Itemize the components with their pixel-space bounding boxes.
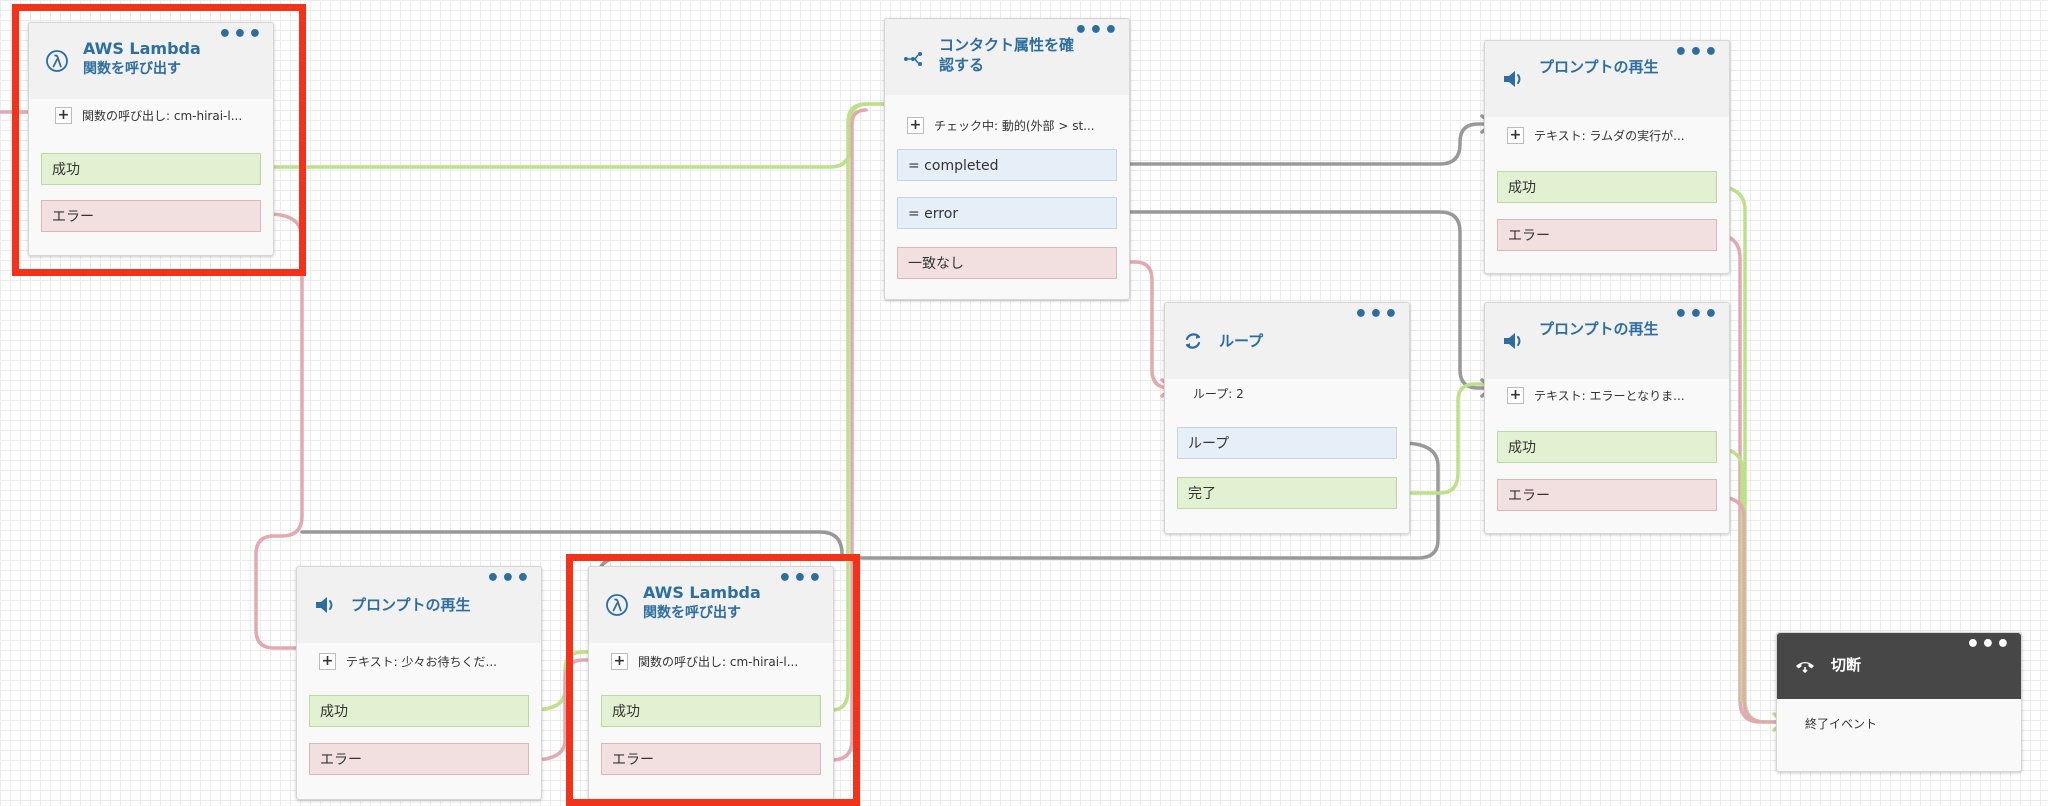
play-prompt-wait-param-text: テキスト: 少々お待ちくだ... xyxy=(346,654,497,669)
lambda-icon xyxy=(605,593,629,617)
lambda-block-1-param[interactable]: + 関数の呼び出し: cm-hirai-l... xyxy=(55,105,242,125)
lambda-block-2-param-text: 関数の呼び出し: cm-hirai-l... xyxy=(638,654,799,669)
wire-loop-complete xyxy=(1400,382,1492,495)
play-prompt-mid-branch-success[interactable]: 成功 xyxy=(1497,431,1717,463)
play-prompt-block-mid[interactable]: プロンプトの再生 ••• + テキスト: エラーとなりま... 成功 エラー xyxy=(1484,302,1730,534)
wire-lambda1-success xyxy=(266,102,900,169)
check-attribute-icon xyxy=(901,45,925,69)
disconnect-header[interactable]: 切断 ••• xyxy=(1777,633,2021,699)
check-attributes-title-line1: コンタクト属性を確 xyxy=(939,36,1075,54)
lambda-block-2-title: AWS Lambda 関数を呼び出す xyxy=(643,583,799,623)
play-prompt-mid-title: プロンプトの再生 xyxy=(1539,320,1659,338)
loop-title: ループ xyxy=(1219,332,1264,350)
play-prompt-block-top[interactable]: プロンプトの再生 ••• + テキスト: ラムダの実行が... 成功 エラー xyxy=(1484,40,1730,274)
plus-icon[interactable]: + xyxy=(319,652,336,670)
play-prompt-top-branch-success[interactable]: 成功 xyxy=(1497,171,1717,203)
play-prompt-block-wait[interactable]: プロンプトの再生 ••• + テキスト: 少々お待ちくだ... 成功 エラー xyxy=(296,566,542,800)
check-attributes-header[interactable]: コンタクト属性を確 認する ••• xyxy=(885,19,1129,95)
lambda-block-1-branch-success[interactable]: 成功 xyxy=(41,153,261,185)
play-prompt-mid-param[interactable]: + テキスト: エラーとなりま... xyxy=(1507,385,1685,405)
lambda-block-1-title: AWS Lambda 関数を呼び出す xyxy=(83,39,239,79)
check-attributes-branch-error[interactable]: = error xyxy=(897,197,1117,229)
lambda-block-2-param[interactable]: + 関数の呼び出し: cm-hirai-l... xyxy=(611,651,798,671)
lambda-block-2-branch-success[interactable]: 成功 xyxy=(601,695,821,727)
check-attributes-branch-no-match[interactable]: 一致なし xyxy=(897,247,1117,279)
plus-icon[interactable]: + xyxy=(611,652,628,670)
loop-branch-loop[interactable]: ループ xyxy=(1177,427,1397,459)
play-prompt-top-param-text: テキスト: ラムダの実行が... xyxy=(1534,128,1685,143)
lambda-block-2-title-line1: AWS Lambda xyxy=(643,583,761,602)
hangup-icon xyxy=(1793,653,1817,677)
lambda-block-1-title-line1: AWS Lambda xyxy=(83,39,201,58)
play-prompt-wait-param[interactable]: + テキスト: 少々お待ちくだ... xyxy=(319,651,497,671)
disconnect-param[interactable]: 終了イベント xyxy=(1805,713,1877,733)
speaker-icon xyxy=(1501,67,1525,91)
lambda-block-2[interactable]: AWS Lambda 関数を呼び出す ••• + 関数の呼び出し: cm-hir… xyxy=(588,566,834,800)
more-options-icon[interactable]: ••• xyxy=(1965,632,2011,657)
loop-branch-complete[interactable]: 完了 xyxy=(1177,477,1397,509)
plus-icon[interactable]: + xyxy=(1507,386,1524,404)
more-options-icon[interactable]: ••• xyxy=(1353,302,1399,327)
play-prompt-wait-branch-error[interactable]: エラー xyxy=(309,743,529,775)
play-prompt-top-param[interactable]: + テキスト: ラムダの実行が... xyxy=(1507,125,1685,145)
plus-icon[interactable]: + xyxy=(1507,126,1524,144)
disconnect-title: 切断 xyxy=(1831,656,1862,674)
lambda-block-2-header[interactable]: AWS Lambda 関数を呼び出す ••• xyxy=(589,567,833,643)
lambda-block-2-title-line2: 関数を呼び出す xyxy=(643,605,741,621)
check-attributes-title: コンタクト属性を確 認する xyxy=(939,35,1095,75)
more-options-icon[interactable]: ••• xyxy=(1073,18,1119,43)
check-attributes-branch-completed[interactable]: = completed xyxy=(897,149,1117,181)
loop-block[interactable]: ループ ••• ループ: 2 ループ 完了 xyxy=(1164,302,1410,534)
lambda-block-1-title-line2: 関数を呼び出す xyxy=(83,61,181,77)
speaker-icon xyxy=(1501,329,1525,353)
highlight-frame-lambda-1 xyxy=(12,4,306,276)
loop-header[interactable]: ループ ••• xyxy=(1165,303,1409,379)
loop-param-text: ループ: 2 xyxy=(1193,386,1244,401)
play-prompt-mid-param-text: テキスト: エラーとなりま... xyxy=(1534,388,1685,403)
highlight-frame-lambda-2 xyxy=(566,554,860,806)
loop-param[interactable]: ループ: 2 xyxy=(1193,383,1244,403)
check-attributes-block[interactable]: コンタクト属性を確 認する ••• + チェック中: 動的(外部 > st...… xyxy=(884,18,1130,300)
play-prompt-wait-title: プロンプトの再生 xyxy=(351,596,471,614)
lambda-block-1-param-text: 関数の呼び出し: cm-hirai-l... xyxy=(82,108,243,123)
check-attributes-title-line2: 認する xyxy=(939,56,985,74)
play-prompt-top-header[interactable]: プロンプトの再生 ••• xyxy=(1485,41,1729,117)
play-prompt-top-branch-error[interactable]: エラー xyxy=(1497,219,1717,251)
lambda-block-2-branch-error[interactable]: エラー xyxy=(601,743,821,775)
play-prompt-wait-header[interactable]: プロンプトの再生 ••• xyxy=(297,567,541,643)
more-options-icon[interactable]: ••• xyxy=(217,22,263,47)
disconnect-param-text: 終了イベント xyxy=(1805,716,1878,731)
lambda-block-1-branch-error[interactable]: エラー xyxy=(41,200,261,232)
play-prompt-wait-branch-success[interactable]: 成功 xyxy=(309,695,529,727)
more-options-icon[interactable]: ••• xyxy=(1673,40,1719,65)
lambda-block-1-header[interactable]: AWS Lambda 関数を呼び出す ••• xyxy=(29,23,273,99)
more-options-icon[interactable]: ••• xyxy=(1673,302,1719,327)
play-prompt-mid-branch-error[interactable]: エラー xyxy=(1497,479,1717,511)
lambda-block-1[interactable]: AWS Lambda 関数を呼び出す ••• + 関数の呼び出し: cm-hir… xyxy=(28,22,274,256)
wire-completed xyxy=(1118,122,1492,166)
disconnect-block[interactable]: 切断 ••• 終了イベント xyxy=(1776,632,2022,772)
more-options-icon[interactable]: ••• xyxy=(485,566,531,591)
more-options-icon[interactable]: ••• xyxy=(777,566,823,591)
plus-icon[interactable]: + xyxy=(907,116,924,134)
speaker-icon xyxy=(313,593,337,617)
loop-icon xyxy=(1181,329,1205,353)
wire-long-grey xyxy=(300,530,844,556)
play-prompt-mid-header[interactable]: プロンプトの再生 ••• xyxy=(1485,303,1729,379)
play-prompt-top-title: プロンプトの再生 xyxy=(1539,58,1659,76)
plus-icon[interactable]: + xyxy=(55,106,72,124)
check-attributes-param[interactable]: + チェック中: 動的(外部 > st... xyxy=(907,115,1095,135)
check-attributes-param-text: チェック中: 動的(外部 > st... xyxy=(934,118,1095,133)
lambda-icon xyxy=(45,49,69,73)
